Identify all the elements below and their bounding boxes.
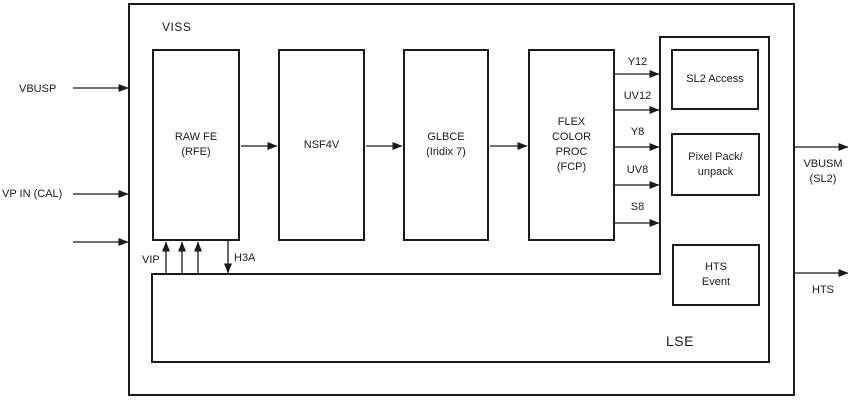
block-pixel-pack: Pixel Pack/ unpack [671,133,760,196]
lse-region-box [151,36,770,363]
signal-label-y12: Y12 [627,56,648,68]
signal-label-uv8: UV8 [626,164,649,176]
signal-label-vip: VIP [142,254,160,266]
signal-label-h3a: H3A [234,252,256,264]
block-glbce: GLBCE (Iridix 7) [403,49,489,241]
signal-label-y8: Y8 [630,126,645,138]
block-hts-event: HTS Event [672,244,760,306]
input-label-vp-in-cal: VP IN (CAL) [2,188,63,200]
block-raw-fe: RAW FE (RFE) [152,49,240,241]
output-label-hts: HTS [812,284,834,296]
block-sl2-access: SL2 Access [671,49,759,110]
block-flex-color-proc: FLEX COLOR PROC (FCP) [528,49,615,241]
output-label-vbusm-sl2: VBUSM (SL2) [803,158,843,185]
block-nsf4v: NSF4V [278,49,365,241]
signal-label-s8: S8 [630,201,645,213]
input-label-vbusp: VBUSP [19,83,57,95]
viss-label: VISS [162,20,192,34]
signal-label-uv12: UV12 [623,90,652,102]
lse-label: LSE [666,333,694,349]
